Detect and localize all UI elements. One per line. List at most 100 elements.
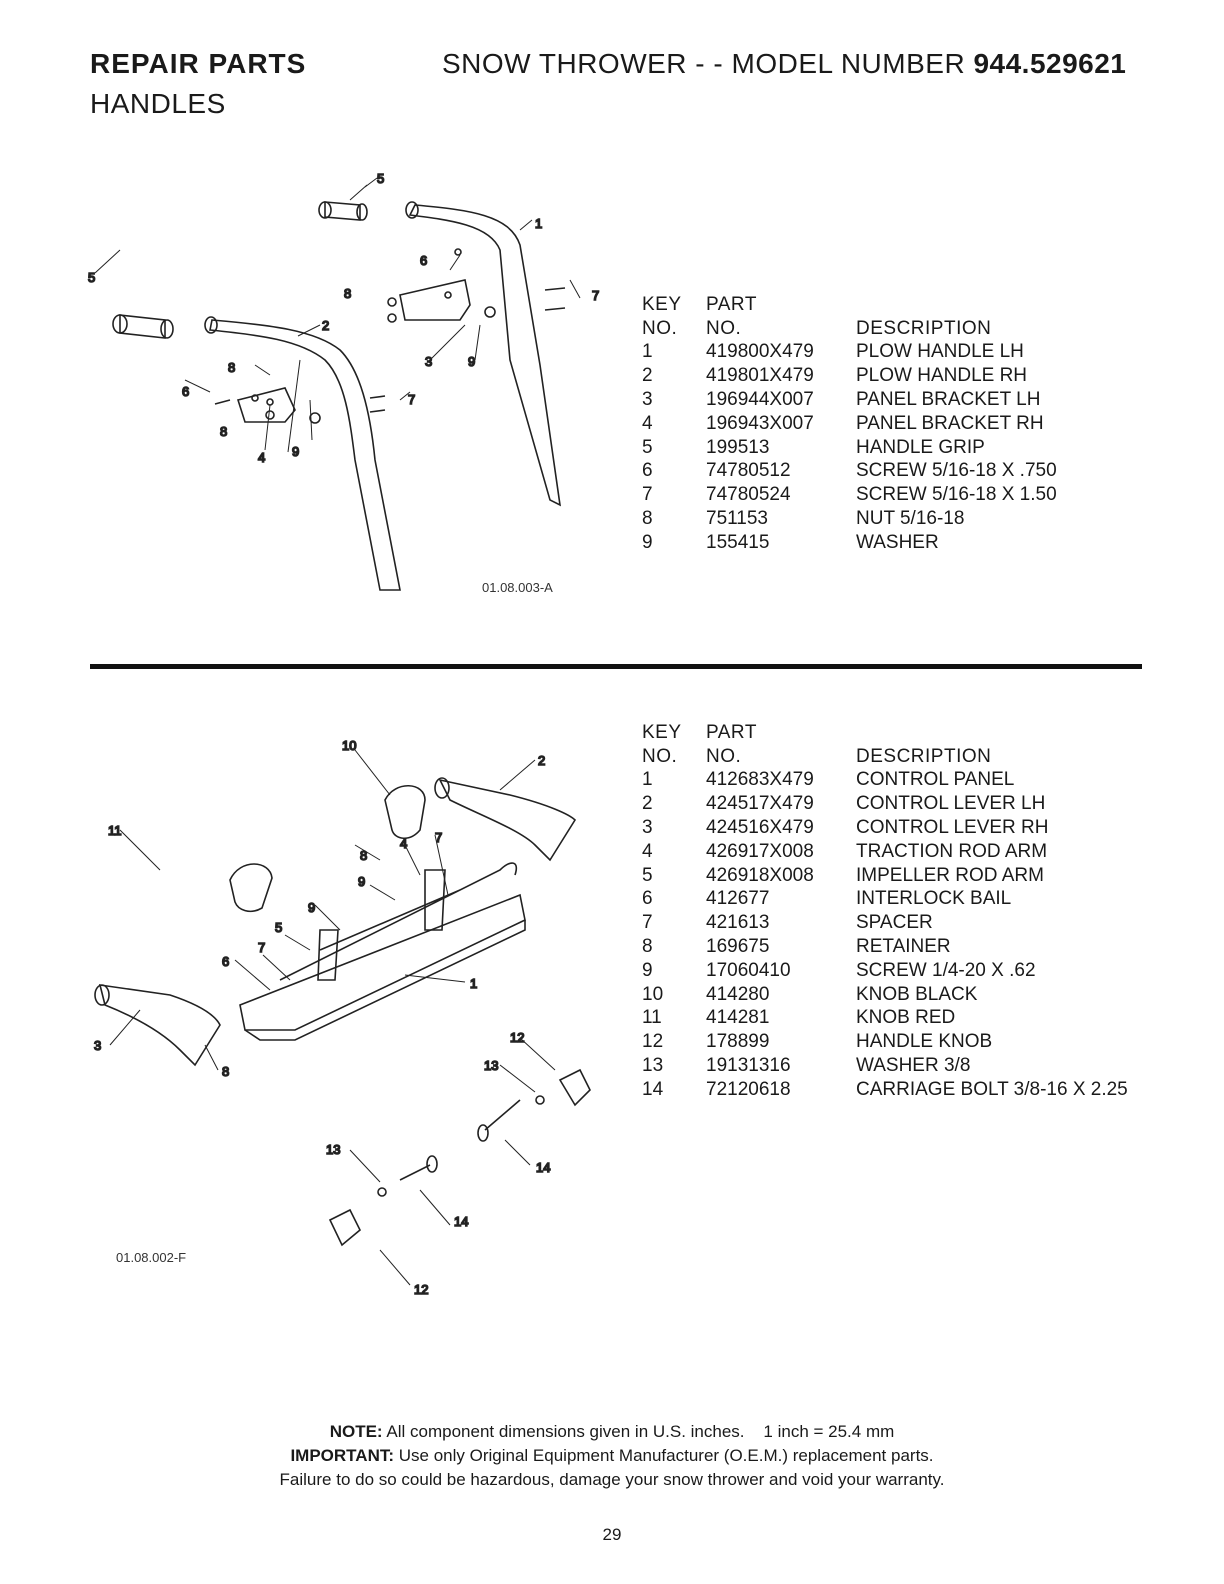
callout-8b: 8: [222, 1064, 229, 1079]
table-row: 2 419801X479 PLOW HANDLE RH: [642, 363, 1057, 387]
part-number: 74780524: [706, 484, 791, 506]
part-description: PANEL BRACKET LH: [856, 388, 1041, 410]
table-row: 10 414280 KNOB BLACK: [642, 982, 1128, 1006]
important-label: IMPORTANT:: [290, 1446, 395, 1465]
callout-14b: 14: [454, 1214, 468, 1229]
part-number: 414280: [706, 983, 770, 1005]
subsection-title: HANDLES: [90, 88, 226, 119]
callout-6a: 6: [420, 253, 427, 268]
part-key-number: 10: [642, 983, 664, 1005]
callout-9b: 9: [292, 444, 299, 459]
part-key-number: 14: [642, 1078, 664, 1100]
table-row: 14 72120618 CARRIAGE BOLT 3/8-16 X 2.25: [642, 1077, 1128, 1101]
callout-13b: 13: [326, 1142, 340, 1157]
note-label: NOTE:: [329, 1422, 383, 1441]
section-divider: [90, 664, 1142, 669]
part-number: 169675: [706, 935, 770, 957]
callout-7a: 7: [592, 288, 599, 303]
callout-10: 10: [342, 738, 356, 753]
callout-13a: 13: [484, 1058, 498, 1073]
callout-9a: 9: [358, 874, 365, 889]
part-description: KNOB BLACK: [856, 983, 978, 1005]
callout-2: 2: [322, 318, 329, 333]
callout-12b: 12: [414, 1282, 428, 1297]
part-key-number: 7: [642, 484, 653, 506]
part-description: RETAINER: [856, 935, 951, 957]
part-description: SCREW 1/4-20 X .62: [856, 959, 1036, 981]
part-description: HANDLE KNOB: [856, 1031, 993, 1053]
part-key-number: 3: [642, 816, 653, 838]
part-key-number: 13: [642, 1054, 664, 1076]
part-key-number: 8: [642, 935, 653, 957]
part-key-number: 6: [642, 460, 653, 482]
important-line: IMPORTANT: Use only Original Equipment M…: [0, 1444, 1224, 1468]
model-title: SNOW THROWER - - MODEL NUMBER 944.529621: [442, 48, 1126, 80]
part-key-number: 11: [642, 1007, 662, 1029]
part-key-number: 9: [642, 959, 653, 981]
part-number: 424516X479: [706, 816, 814, 838]
part-description: PANEL BRACKET RH: [856, 412, 1044, 434]
part-key-number: 4: [642, 840, 653, 862]
panel-bracket-lh: [399, 279, 471, 321]
part-key-number: 2: [642, 793, 653, 815]
callout-1: 1: [535, 216, 542, 231]
product-prefix: SNOW THROWER - - MODEL NUMBER: [442, 48, 966, 79]
part-key-number: 2: [642, 365, 653, 387]
part-number: 419801X479: [706, 365, 814, 387]
part-description: CONTROL PANEL: [856, 769, 1015, 791]
control-panel: [239, 893, 526, 1031]
footer-notes: NOTE: All component dimensions given in …: [0, 1420, 1224, 1492]
model-number: 944.529621: [973, 48, 1127, 79]
part-description: NUT 5/16-18: [856, 507, 965, 529]
callout-9a: 9: [468, 354, 475, 369]
part-key-number: 4: [642, 412, 653, 434]
part-number: 414281: [706, 1007, 770, 1029]
part-number: 751153: [706, 507, 768, 529]
part-description: CARRIAGE BOLT 3/8-16 X 2.25: [856, 1078, 1128, 1100]
control-figure-code: 01.08.002-F: [116, 1250, 187, 1265]
callout-6b: 6: [182, 384, 189, 399]
part-key-number: 1: [642, 341, 653, 363]
part-description: TRACTION ROD ARM: [856, 840, 1048, 862]
part-key-number: 9: [642, 531, 653, 553]
part-number: 412683X479: [706, 769, 814, 791]
key-header-line2: NO.: [642, 317, 678, 339]
callout-8a: 8: [360, 848, 367, 863]
description-header: DESCRIPTION: [856, 317, 992, 339]
part-description: PLOW HANDLE RH: [856, 365, 1028, 387]
part-number: 199513: [706, 436, 770, 458]
part-key-number: 7: [642, 912, 653, 934]
key-header-line1: KEY: [642, 721, 682, 743]
table-row: 8 169675 RETAINER: [642, 934, 1128, 958]
knob-black: [384, 785, 426, 840]
part-number: 17060410: [706, 959, 791, 981]
table-row: 11 414281 KNOB RED: [642, 1006, 1128, 1030]
control-lever-lh: [438, 778, 577, 862]
warning-line: Failure to do so could be hazardous, dam…: [279, 1470, 945, 1489]
part-header-line1: PART: [706, 293, 757, 315]
part-key-number: 1: [642, 769, 653, 791]
part-number: 421613: [706, 912, 770, 934]
panel-bracket-rh: [236, 387, 296, 423]
part-number: 155415: [706, 531, 770, 553]
callout-12a: 12: [510, 1030, 524, 1045]
note-text: All component dimensions given in U.S. i…: [386, 1422, 895, 1441]
callout-3: 3: [94, 1038, 101, 1053]
key-header-line2: NO.: [642, 745, 678, 767]
part-number: 72120618: [706, 1078, 791, 1100]
carriage-bolt-lower: [399, 1164, 431, 1181]
part-description: KNOB RED: [856, 1007, 956, 1029]
callout-4: 4: [258, 450, 265, 465]
